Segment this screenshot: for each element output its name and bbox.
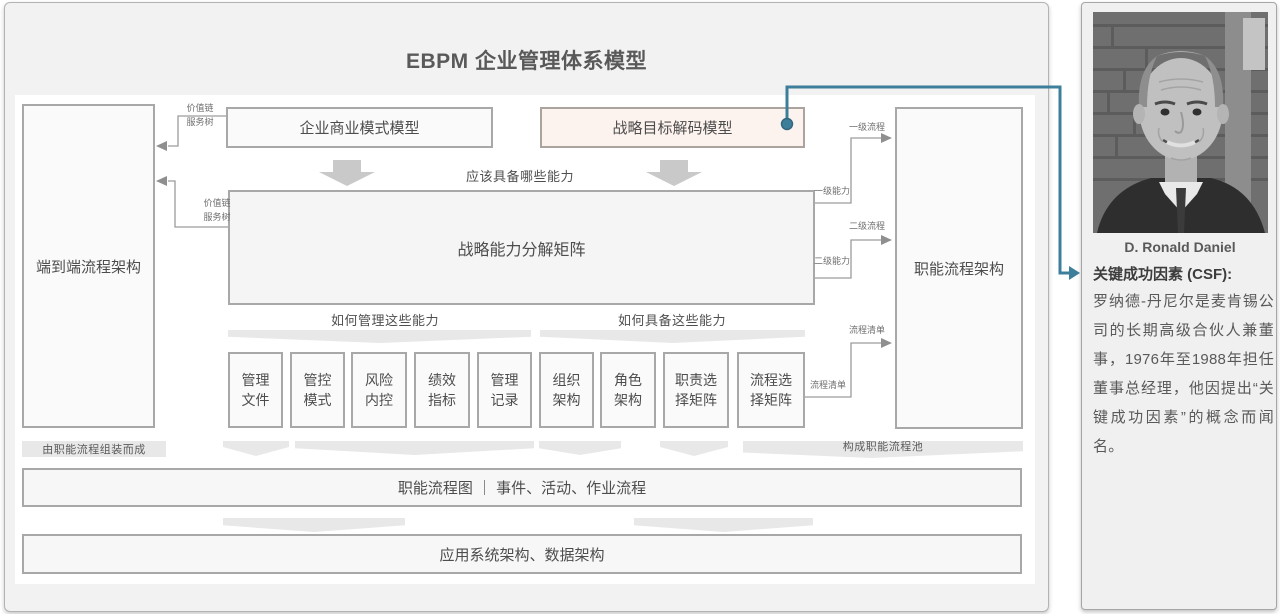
box-functional-process-architecture[interactable]: 职能流程架构 <box>895 107 1023 429</box>
small-box-risk-control[interactable]: 风险 内控 <box>351 352 407 428</box>
small-box-management-docs[interactable]: 管理 文件 <box>228 352 283 428</box>
box-business-model[interactable]: 企业商业模式模型 <box>226 107 493 148</box>
box-strategy-decode[interactable]: 战略目标解码模型 <box>540 107 805 148</box>
small-box-control-mode[interactable]: 管控 模式 <box>290 352 345 428</box>
question-which-capabilities: 应该具备哪些能力 <box>465 169 574 184</box>
callout-arrowhead-icon <box>1069 266 1080 280</box>
label-process-list-bottom: 流程清单 <box>809 380 846 390</box>
csf-description: 罗纳德-丹尼尔是麦肯锡公司的长期高级合伙人兼董事，1976年至1988年担任董事… <box>1093 293 1274 455</box>
label-l2-capability: 二级能力 <box>813 256 850 266</box>
small-box-org-structure[interactable]: 组织 架构 <box>539 352 594 428</box>
box-end-to-end-process[interactable]: 端到端流程架构 <box>22 104 155 428</box>
assembled-note-label: 由职能流程组装而成 <box>42 444 146 456</box>
question-how-possess: 如何具备这些能力 <box>617 313 726 328</box>
portrait-illustration <box>1093 12 1268 233</box>
small-box-kpi[interactable]: 绩效 指标 <box>414 352 470 428</box>
diagram-panel: EBPM 企业管理体系模型 <box>4 2 1049 612</box>
small-box-management-records[interactable]: 管理 记录 <box>477 352 532 428</box>
label-value-chain-top: 价值链 <box>186 103 214 113</box>
label-service-tree-top: 服务树 <box>186 117 214 127</box>
small-box-role-structure[interactable]: 角色 架构 <box>600 352 656 428</box>
funnel-ribbon <box>228 330 531 343</box>
question-how-manage: 如何管理这些能力 <box>330 313 439 328</box>
small-box-responsibility-matrix[interactable]: 职责选 择矩阵 <box>663 352 729 428</box>
box-functional-flowchart[interactable]: 职能流程图 ｜ 事件、活动、作业流程 <box>22 468 1022 507</box>
funnel-ribbon <box>634 518 813 532</box>
funnel-ribbon <box>295 441 534 455</box>
label-l1-process: 一级流程 <box>848 122 885 132</box>
funnel-ribbon <box>223 518 405 532</box>
csf-sidebar: D. Ronald Daniel 关键成功因素 (CSF): 罗纳德-丹尼尔是麦… <box>1081 2 1277 610</box>
funnel-ribbon <box>540 330 805 343</box>
funnel-ribbon <box>539 441 621 455</box>
assembled-note-ribbon: 由职能流程组装而成 <box>22 441 166 457</box>
label-l1-capability: 一级能力 <box>813 186 850 196</box>
pool-note-label: 构成职能流程池 <box>842 441 924 453</box>
box-capability-matrix[interactable]: 战略能力分解矩阵 <box>228 190 815 305</box>
daniel-portrait-photo <box>1093 12 1268 233</box>
page-title: EBPM 企业管理体系模型 <box>405 50 647 73</box>
label-value-chain-bottom: 价值链 <box>203 198 231 208</box>
box-application-architecture[interactable]: 应用系统架构、数据架构 <box>22 534 1022 574</box>
pool-note-ribbon: 构成职能流程池 <box>743 441 1023 458</box>
portrait-caption: D. Ronald Daniel <box>1124 239 1236 255</box>
csf-heading: 关键成功因素 (CSF): <box>1093 266 1233 283</box>
label-l2-process: 二级流程 <box>848 221 885 231</box>
label-service-tree-bottom: 服务树 <box>203 212 231 222</box>
label-process-list-top: 流程清单 <box>848 325 885 335</box>
small-box-process-selection-matrix[interactable]: 流程选 择矩阵 <box>737 352 805 428</box>
